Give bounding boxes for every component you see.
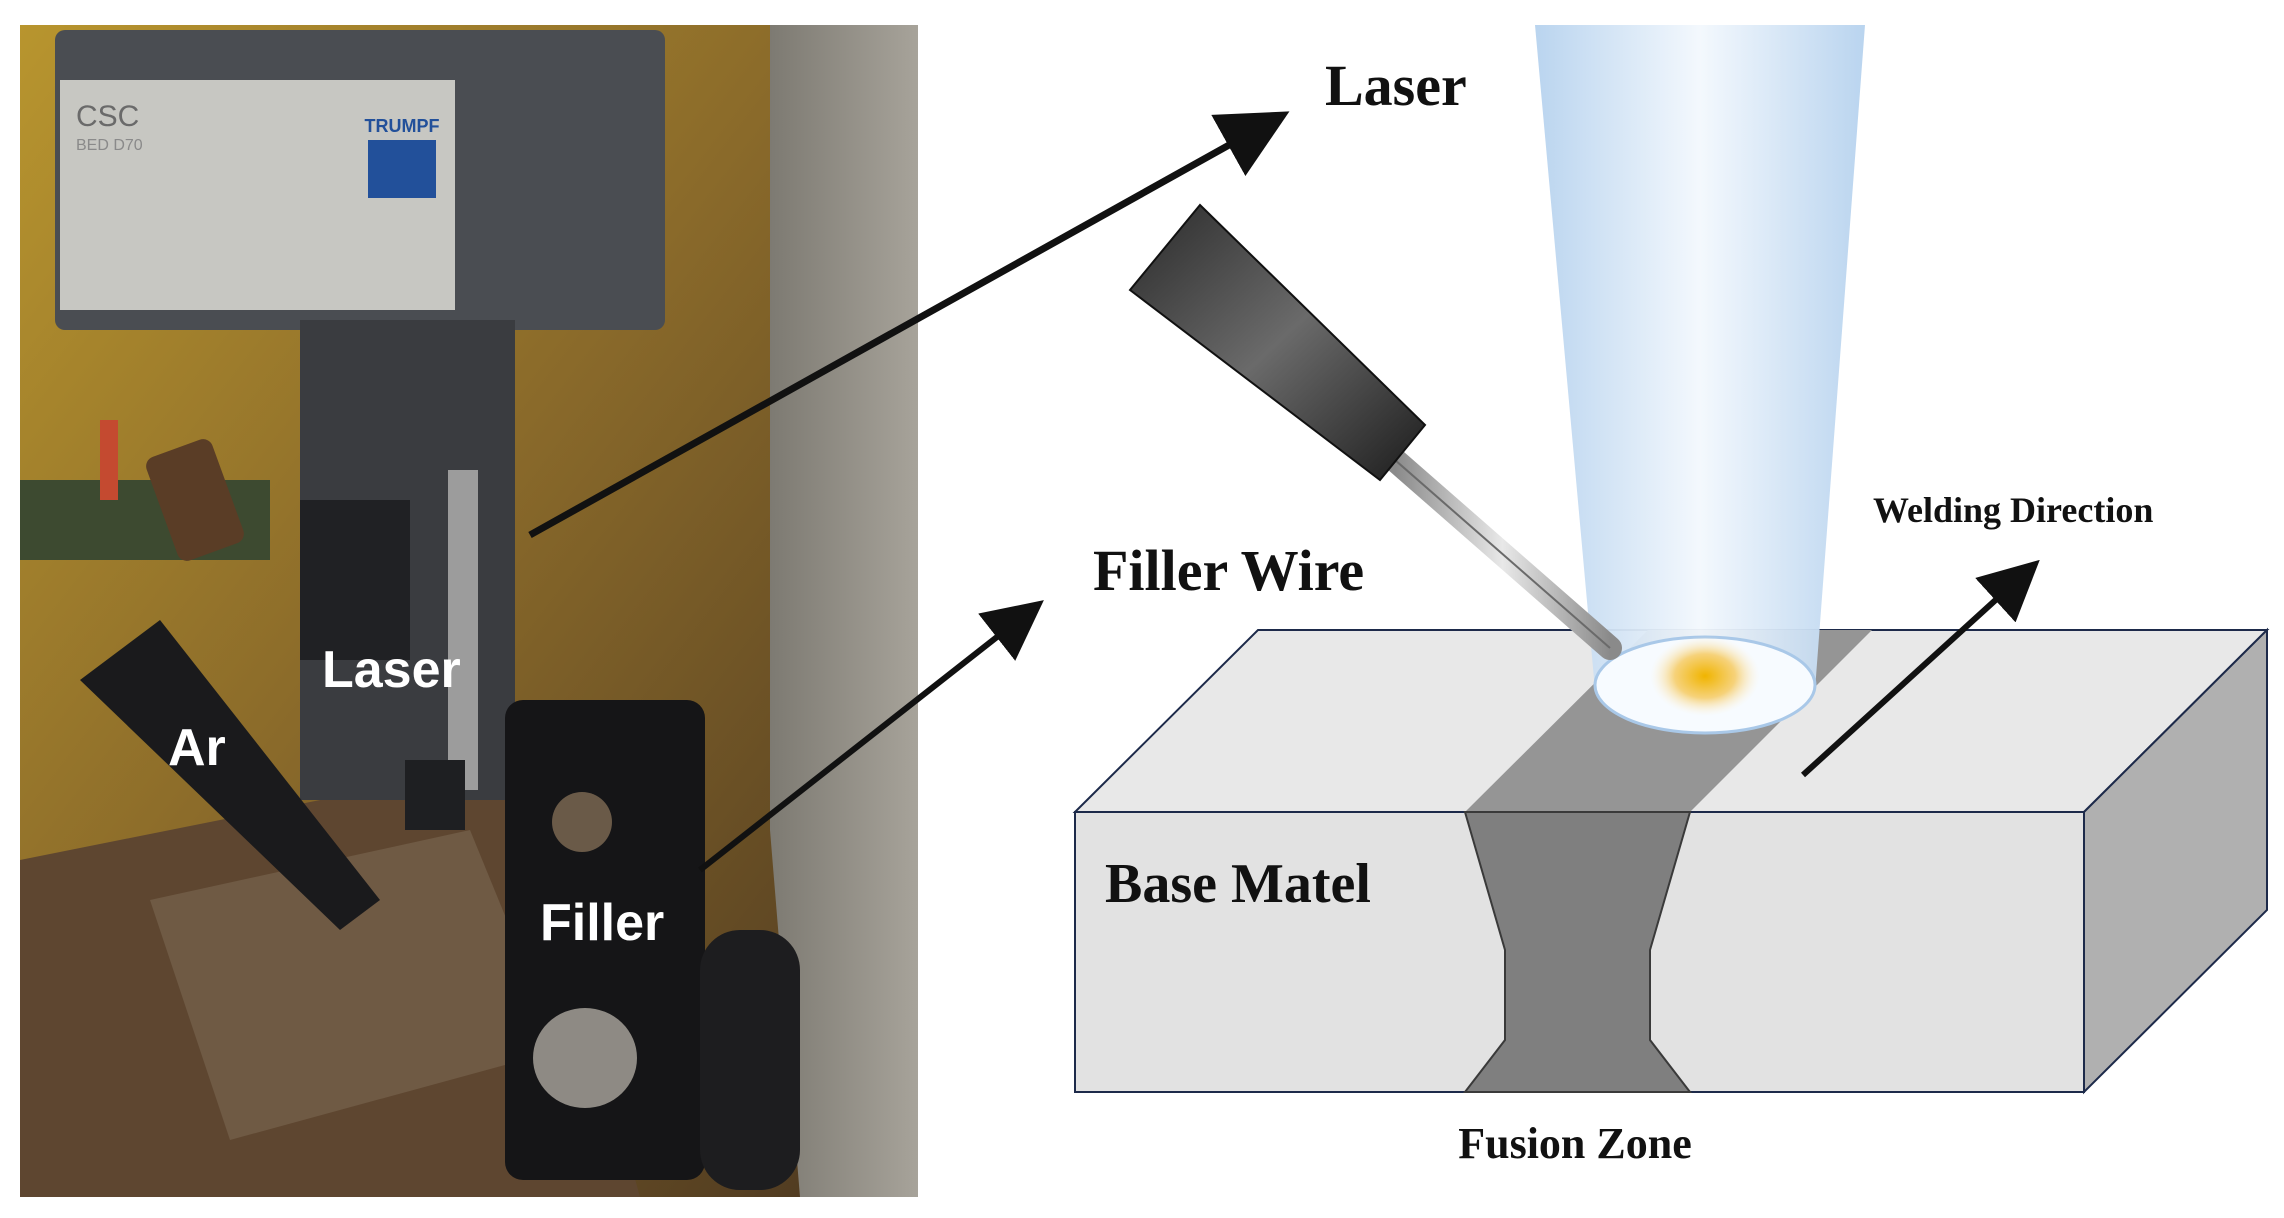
photo-wall [770, 25, 918, 1197]
diagram-label-filler-wire: Filler Wire [1093, 538, 1364, 603]
diagram-label-laser: Laser [1325, 53, 1467, 118]
photo-laser-tip [405, 760, 465, 830]
melt-pool [1650, 636, 1760, 716]
photo-code-text: BED D70 [76, 137, 143, 154]
filler-wire-outline [1394, 459, 1611, 649]
photo-model-text: CSC [76, 100, 139, 133]
arrow-laser-callout [528, 111, 1290, 539]
laser-beam [1535, 25, 1865, 690]
photo-label-laser: Laser [322, 641, 461, 699]
fusion-zone-cross-section [1462, 811, 1693, 1093]
photo-panel: TRUMPF CSC BED D70 Laser Ar Filler [20, 25, 918, 1197]
filler-nozzle [1128, 203, 1427, 482]
photo-label-filler: Filler [540, 894, 664, 952]
diagram-label-fusion-zone: Fusion Zone [1458, 1119, 1692, 1168]
welding-direction-arrow [1800, 559, 2040, 778]
photo-filler-knob-top [552, 792, 612, 852]
welding-schematic: Laser Filler Wire Welding Direction Base… [1072, 25, 2270, 1168]
arrow-filler-callout [698, 600, 1044, 873]
photo-label-argon: Ar [168, 719, 226, 777]
diagram-label-welding-direction: Welding Direction [1873, 490, 2153, 530]
photo-brand-text: TRUMPF [365, 116, 440, 136]
photo-plate [150, 830, 560, 1140]
photo-argon-nozzle [80, 620, 380, 930]
photo-filler-knob-bottom [533, 1008, 637, 1108]
photo-laser-bracket [300, 500, 410, 660]
photo-side-handle [700, 930, 800, 1190]
diagram-label-base-metal: Base Matel [1105, 853, 1371, 915]
photo-argon-cap [146, 439, 244, 561]
photo-trumpf-logo [368, 140, 436, 198]
photo-laser-rod [448, 470, 478, 790]
photo-bottle [100, 420, 118, 500]
